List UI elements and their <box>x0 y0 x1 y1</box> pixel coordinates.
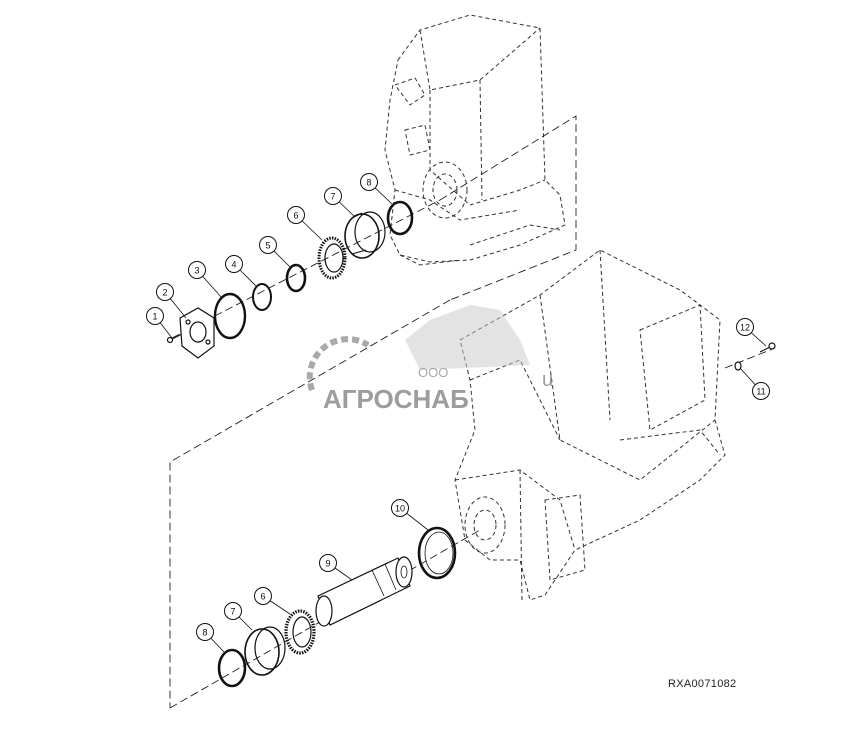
part-9-shaft <box>315 556 413 627</box>
callout-number: 10 <box>395 504 405 514</box>
callout-bubble <box>324 187 342 205</box>
watermark-small-text: ООО <box>418 365 448 380</box>
callout-bubble <box>319 554 337 572</box>
callout-number: 6 <box>260 592 265 602</box>
callout-number: 9 <box>325 559 330 569</box>
part-6-bearing-cone <box>317 236 347 280</box>
callout-number: 11 <box>756 387 765 397</box>
callout-9: 9 <box>319 554 353 581</box>
part-7-bearing-cup <box>344 211 386 259</box>
watermark-brand-text: АГРОСНАБ <box>323 384 469 414</box>
callout-7: 7 <box>324 187 356 218</box>
callout-number: 8 <box>366 178 371 188</box>
part-6-bearing-cone-lower <box>284 609 316 655</box>
part-3-o-ring <box>213 292 247 340</box>
callout-bubble <box>196 623 214 641</box>
callout-12: 12 <box>736 318 767 347</box>
callout-4: 4 <box>225 255 257 287</box>
part-10-seal-ring <box>417 526 457 580</box>
callout-bubble <box>287 206 305 224</box>
callout-number: 1 <box>152 312 157 322</box>
part-8-snap-ring <box>386 200 414 236</box>
part-11-washer <box>734 361 742 371</box>
callout-10: 10 <box>391 499 429 531</box>
watermark-suffix-text: u <box>542 369 553 391</box>
callout-number: 7 <box>330 192 335 202</box>
callout-number: 7 <box>230 607 235 617</box>
gear-icon <box>306 336 370 392</box>
callout-bubble <box>752 382 770 400</box>
callout-6: 6 <box>287 206 323 241</box>
callout-number: 12 <box>740 323 750 333</box>
callout-7: 7 <box>224 602 253 631</box>
callout-number: 5 <box>265 241 270 251</box>
callout-number: 3 <box>194 266 199 276</box>
callout-bubble <box>259 236 277 254</box>
lower-housing <box>454 249 726 601</box>
callout-bubble <box>254 587 272 605</box>
callout-6: 6 <box>254 587 291 615</box>
callout-bubble <box>146 307 164 325</box>
assembly-axis-lines <box>169 115 776 709</box>
callout-bubble <box>188 261 206 279</box>
callout-number: 8 <box>202 628 207 638</box>
part-5-ring <box>285 263 307 293</box>
callout-number: 6 <box>293 211 298 221</box>
callout-number: 2 <box>162 288 167 298</box>
harvester-silhouette-icon <box>405 305 530 370</box>
watermark-logo: ООО АГРОСНАБ u <box>306 305 553 414</box>
callout-bubble <box>360 173 378 191</box>
callout-3: 3 <box>188 261 223 299</box>
callout-11: 11 <box>739 367 770 400</box>
part-2-cover-plate <box>179 307 215 359</box>
upper-housing <box>384 14 566 266</box>
callout-bubble <box>225 255 243 273</box>
callout-number: 4 <box>231 260 236 270</box>
callout-5: 5 <box>259 236 291 268</box>
callout-8: 8 <box>196 623 225 653</box>
callout-bubble <box>736 318 754 336</box>
figure-code: RXA0071082 <box>668 678 737 690</box>
callout-bubble <box>156 283 174 301</box>
part-7-bearing-cup-lower <box>244 626 286 676</box>
callout-2: 2 <box>156 283 187 319</box>
callout-bubble <box>224 602 242 620</box>
callout-bubble <box>391 499 409 517</box>
part-4-ring <box>252 283 272 311</box>
callout-8: 8 <box>360 173 393 205</box>
part-12-bolt <box>759 342 776 353</box>
part-8-snap-ring-lower <box>217 648 247 688</box>
callout-1: 1 <box>146 307 173 339</box>
